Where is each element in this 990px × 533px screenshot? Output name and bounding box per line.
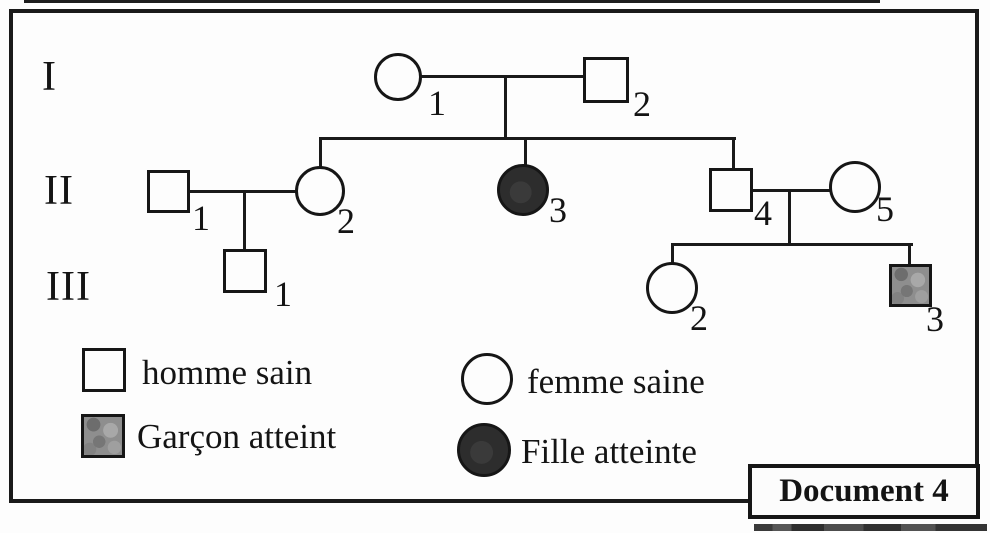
individual-I-2-healthy-male xyxy=(583,57,629,103)
generation-label-III: III xyxy=(46,264,91,310)
drop-line-III-2 xyxy=(671,243,674,264)
document-title: Document 4 xyxy=(779,473,949,509)
descent-line-I xyxy=(504,75,507,140)
drop-line-II-3 xyxy=(524,137,527,167)
legend-healthy-male-icon xyxy=(82,348,126,392)
legend-affected-female-label: Fille atteinte xyxy=(521,432,697,471)
scan-artifact-bottom xyxy=(754,524,987,531)
individual-III-1-healthy-male xyxy=(223,249,267,293)
sibship-line-II xyxy=(319,137,736,140)
legend-affected-female-icon xyxy=(457,423,511,477)
individual-I-1-healthy-female xyxy=(374,53,422,101)
drop-line-III-3 xyxy=(908,243,911,266)
individual-II-4-number: 4 xyxy=(754,193,772,233)
legend-affected-male-icon xyxy=(81,414,125,458)
drop-line-II-2 xyxy=(319,137,322,168)
individual-I-2-number: 2 xyxy=(633,84,651,124)
individual-II-2-healthy-female xyxy=(295,166,345,216)
legend-healthy-female-icon xyxy=(461,353,513,405)
drop-line-II-4 xyxy=(732,137,735,170)
individual-II-3-number: 3 xyxy=(549,190,567,230)
couple-line-I1-I2 xyxy=(420,75,583,78)
legend-affected-male-label: Garçon atteint xyxy=(137,417,337,456)
scan-artifact-top xyxy=(24,0,880,3)
individual-III-3-affected-male xyxy=(889,264,932,307)
sibship-line-III xyxy=(671,243,913,246)
descent-line-II-left xyxy=(243,190,246,251)
couple-line-II4-II5 xyxy=(752,189,831,192)
individual-III-3-number: 3 xyxy=(926,299,944,339)
legend-healthy-female-label: femme saine xyxy=(527,362,705,401)
individual-II-5-number: 5 xyxy=(876,189,894,229)
generation-label-II: II xyxy=(44,168,74,214)
individual-III-1-number: 1 xyxy=(274,274,292,314)
individual-II-3-affected-female xyxy=(497,164,549,216)
generation-label-I: I xyxy=(42,54,57,100)
individual-II-1-number: 1 xyxy=(192,198,210,238)
individual-III-2-number: 2 xyxy=(690,298,708,338)
individual-I-1-number: 1 xyxy=(428,83,446,123)
individual-II-4-healthy-male xyxy=(709,168,753,212)
individual-II-1-healthy-male xyxy=(147,170,190,213)
individual-II-2-number: 2 xyxy=(337,201,355,241)
individual-III-2-healthy-female xyxy=(646,262,698,314)
descent-line-II-right xyxy=(788,189,791,246)
diagram-frame xyxy=(9,9,979,503)
document-title-box: Document 4 xyxy=(748,464,980,519)
legend-healthy-male-label: homme sain xyxy=(142,353,313,392)
individual-II-5-healthy-female xyxy=(829,161,881,213)
